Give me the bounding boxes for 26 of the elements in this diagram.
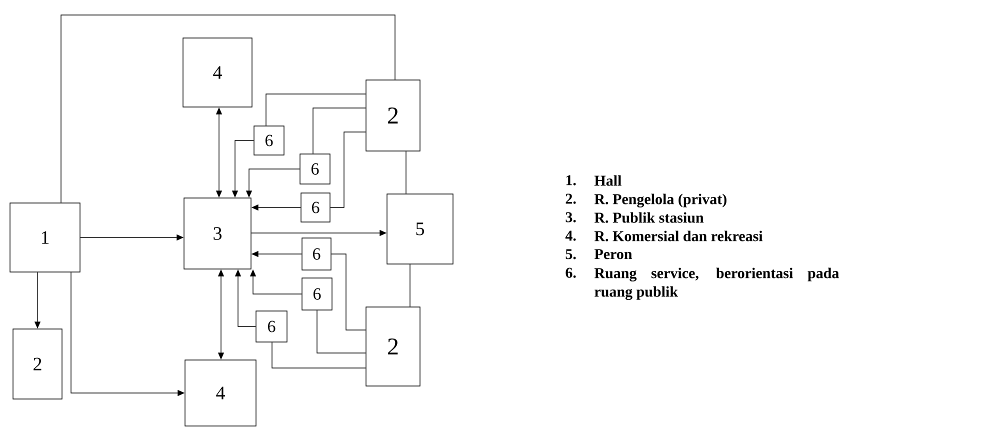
- service-box: 6: [300, 154, 330, 184]
- room-box: 2: [12, 328, 62, 400]
- list-text: Hall: [594, 175, 622, 186]
- list-text: Peron: [594, 249, 632, 260]
- room-box: 4: [184, 360, 256, 426]
- room-box: 1: [10, 202, 80, 272]
- service-box: 6: [256, 310, 288, 342]
- list-number: 4.: [565, 230, 576, 241]
- list-number: 6.: [566, 268, 576, 278]
- room-box: 4: [182, 38, 252, 108]
- list-text: Ruang service, berorientasi pada ruang publik: [594, 268, 839, 300]
- service-box: 6: [300, 192, 330, 222]
- room-box: 2: [366, 80, 420, 152]
- list-number: 3.: [566, 212, 576, 222]
- service-box: 6: [302, 238, 332, 270]
- list-number: 1.: [566, 175, 576, 186]
- room-box: 3: [184, 198, 252, 270]
- list-number: 2.: [566, 194, 576, 204]
- list-text: R. Publik stasiun: [594, 212, 704, 223]
- list-text: R. Komersial dan rekreasi: [594, 230, 763, 242]
- room-box: 2: [366, 306, 420, 386]
- room-box: 5: [386, 194, 454, 264]
- service-box: 6: [302, 278, 332, 310]
- list-text: R. Pengelola (privat): [594, 194, 726, 208]
- list-number: 5.: [566, 249, 576, 260]
- service-box: 6: [254, 126, 284, 156]
